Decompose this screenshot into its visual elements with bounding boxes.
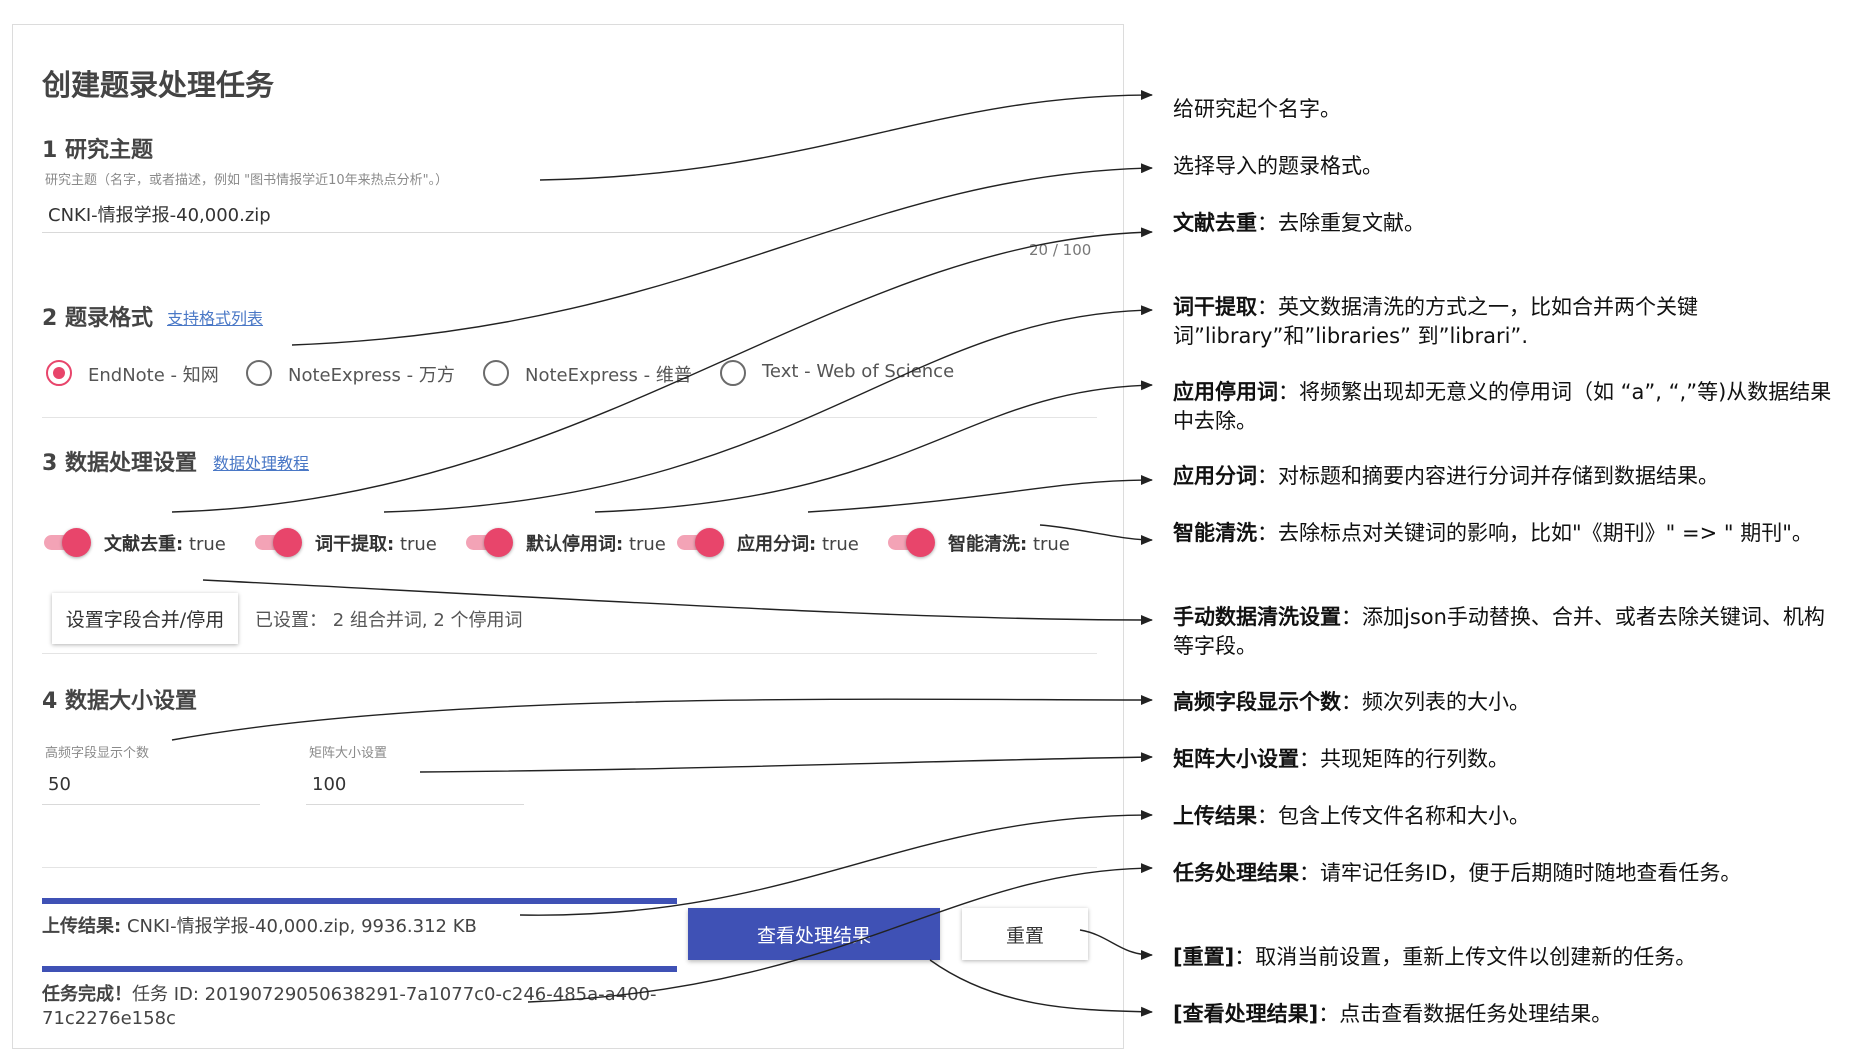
annotation-task-result: 任务处理结果：请牢记任务ID，便于后期随时随地查看任务。: [1173, 861, 1742, 885]
field-merge-stop-settings-button[interactable]: 设置字段合并/停用: [52, 593, 238, 644]
research-topic-label: 研究主题（名字，或者描述，例如 "图书情报学近10年来热点分析"。）: [45, 173, 449, 188]
matrix-size-label: 矩阵大小设置: [309, 746, 388, 761]
section-research-topic-title: 1 研究主题: [42, 138, 153, 163]
radio-label-noteexpress-vip: NoteExpress - 维普: [525, 365, 692, 386]
toggle-stopwords[interactable]: [464, 526, 514, 558]
supported-formats-link[interactable]: 支持格式列表: [167, 309, 264, 328]
annotation-top-n: 高频字段显示个数：频次列表的大小。: [1173, 690, 1530, 714]
annotation-stemming: 词干提取：英文数据清洗的方式之一，比如合并两个关键词”library”和”lib…: [1173, 295, 1698, 348]
section-processing-title: 3 数据处理设置: [42, 451, 197, 476]
radio-label-noteexpress-wanfang: NoteExpress - 万方: [288, 365, 455, 386]
upload-result: 上传结果: CNKI-情报学报-40,000.zip, 9936.312 KB: [42, 916, 477, 937]
annotation-matrix-size: 矩阵大小设置：共现矩阵的行列数。: [1173, 747, 1509, 771]
divider-3: [42, 867, 1097, 868]
toggle-smart-clean[interactable]: [886, 526, 936, 558]
research-topic-underline: [42, 232, 1094, 233]
radio-noteexpress-wanfang[interactable]: [246, 360, 272, 386]
annotation-research-topic: 给研究起个名字。: [1173, 97, 1341, 121]
annotation-view-results: [查看处理结果]：点击查看数据任务处理结果。: [1173, 1002, 1613, 1026]
task-progress-bar: [42, 966, 677, 972]
toggle-label-segmentation: 应用分词: true: [737, 534, 859, 555]
upload-progress-bar: [42, 898, 677, 904]
radio-label-endnote-cnki: EndNote - 知网: [88, 365, 219, 386]
annotation-dedup: 文献去重：去除重复文献。: [1173, 211, 1425, 235]
divider-1: [42, 417, 1097, 418]
annotation-manual-clean: 手动数据清洗设置：添加json手动替换、合并、或者去除关键词、机构等字段。: [1173, 605, 1825, 658]
section-format-title: 2 题录格式: [42, 306, 153, 331]
toggle-label-dedup: 文献去重: true: [104, 534, 226, 555]
top-n-underline: [42, 804, 260, 805]
annotation-segmentation: 应用分词：对标题和摘要内容进行分词并存储到数据结果。: [1173, 464, 1719, 488]
matrix-size-input[interactable]: 100: [312, 774, 347, 795]
view-results-button[interactable]: 查看处理结果: [688, 908, 940, 960]
annotation-reset: [重置]：取消当前设置，重新上传文件以创建新的任务。: [1173, 945, 1697, 969]
task-result: 任务完成！任务 ID: 20190729050638291-7a1077c0-c…: [42, 984, 657, 1005]
annotation-format: 选择导入的题录格式。: [1173, 154, 1383, 178]
toggle-label-stemming: 词干提取: true: [315, 534, 437, 555]
task-form-panel: [12, 24, 1124, 1049]
settings-status: 已设置： 2 组合并词, 2 个停用词: [255, 610, 523, 631]
radio-text-wos[interactable]: [720, 360, 746, 386]
divider-2: [42, 653, 1097, 654]
section-size-title: 4 数据大小设置: [42, 689, 197, 714]
reset-button[interactable]: 重置: [962, 908, 1088, 960]
top-n-input[interactable]: 50: [48, 774, 71, 795]
processing-tutorial-link[interactable]: 数据处理教程: [213, 454, 310, 473]
research-topic-counter: 20 / 100: [1029, 241, 1092, 259]
top-n-label: 高频字段显示个数: [45, 746, 150, 761]
toggle-stemming[interactable]: [253, 526, 303, 558]
radio-label-text-wos: Text - Web of Science: [762, 361, 955, 382]
radio-noteexpress-vip[interactable]: [483, 360, 509, 386]
annotation-upload-result: 上传结果：包含上传文件名称和大小。: [1173, 804, 1530, 828]
page-title: 创建题录处理任务: [42, 68, 275, 102]
annotation-stopwords: 应用停用词：将频繁出现却无意义的停用词（如 “a”, “,”等)从数据结果中去除…: [1173, 380, 1832, 433]
toggle-label-stopwords: 默认停用词: true: [526, 534, 666, 555]
matrix-size-underline: [306, 804, 524, 805]
radio-endnote-cnki[interactable]: [46, 360, 72, 386]
annotation-smart-clean: 智能清洗：去除标点对关键词的影响，比如"《期刊》" => " 期刊"。: [1173, 521, 1813, 545]
task-id-continuation: 71c2276e158c: [42, 1008, 176, 1029]
research-topic-input[interactable]: CNKI-情报学报-40,000.zip: [48, 205, 271, 226]
toggle-segmentation[interactable]: [675, 526, 725, 558]
toggle-dedup[interactable]: [42, 526, 92, 558]
toggle-label-smart-clean: 智能清洗: true: [948, 534, 1070, 555]
